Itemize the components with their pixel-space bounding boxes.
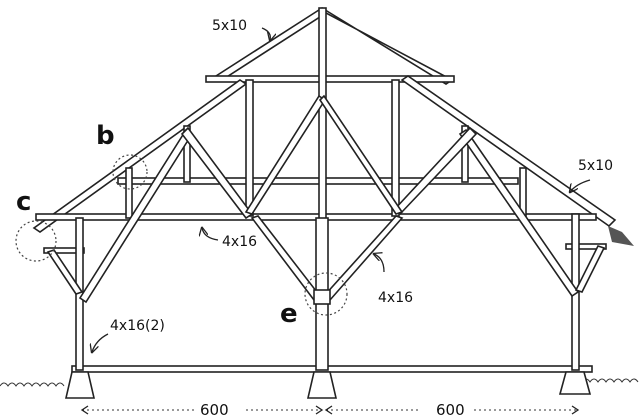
eave-shadow: [608, 226, 634, 246]
dimension-lines: [80, 405, 580, 415]
joint-plate: [313, 289, 331, 305]
foundations: [64, 371, 592, 399]
detail-circle-e: [304, 272, 348, 316]
label-ridge: 5x10: [212, 18, 247, 34]
label-rafter: 5x10: [578, 158, 613, 174]
label-brace: 4x16: [378, 290, 413, 306]
label-tie-beam: 4x16: [222, 234, 257, 250]
detail-circle-b: [112, 154, 148, 190]
braces: [46, 94, 606, 304]
leader-arrows: [92, 27, 591, 352]
dimension-left: 600: [200, 401, 229, 419]
detail-label-c: c: [16, 187, 31, 217]
detail-circle-c: [15, 220, 57, 262]
dimension-right: 600: [436, 401, 465, 419]
detail-label-b: b: [96, 121, 115, 151]
label-post: 4x16(2): [110, 318, 165, 334]
main-rafters: [32, 75, 617, 233]
detail-label-e: e: [280, 299, 298, 329]
ground-left: [0, 382, 65, 387]
ground-right: [581, 378, 639, 383]
